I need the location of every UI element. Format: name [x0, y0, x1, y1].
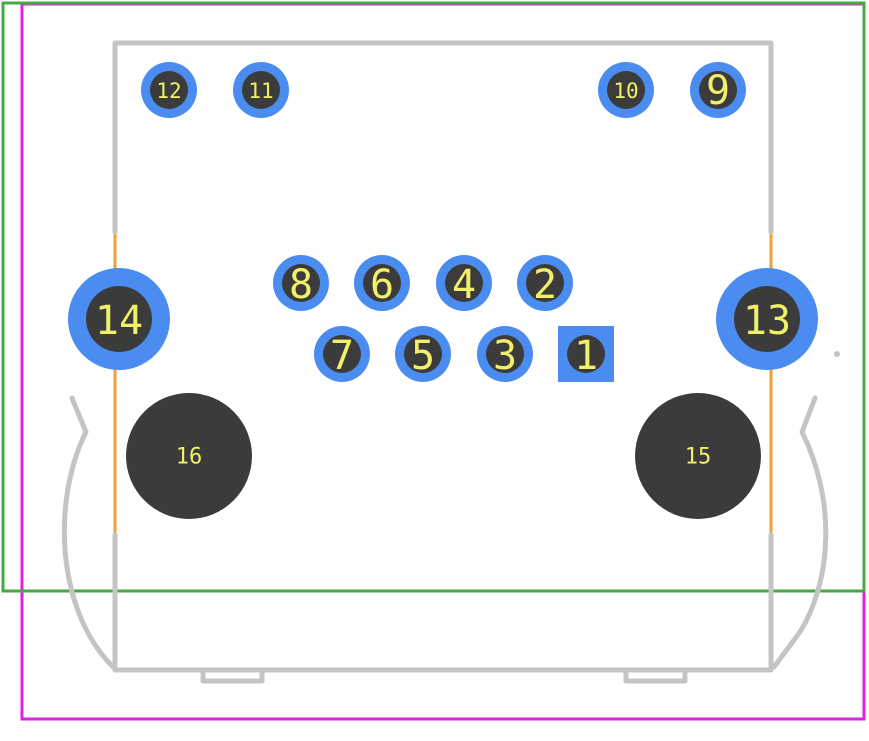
pad-11-label: 11 — [248, 79, 273, 103]
pad-3-label: 3 — [493, 333, 517, 379]
reference-dot — [834, 351, 840, 357]
pad-8[interactable]: 8 — [273, 255, 329, 311]
pad-7[interactable]: 7 — [314, 326, 370, 382]
pad-7-label: 7 — [330, 333, 354, 379]
hole-16-label: 16 — [176, 445, 203, 470]
pad-1[interactable]: 1 — [558, 326, 614, 382]
hole-15-label: 15 — [685, 445, 712, 470]
pad-12-label: 12 — [156, 79, 181, 103]
pad-5[interactable]: 5 — [395, 326, 451, 382]
pad-3[interactable]: 3 — [477, 326, 533, 382]
assembly-outline — [1, 1, 866, 593]
hole-16[interactable]: 16 — [126, 393, 252, 519]
pad-13-label: 13 — [743, 298, 791, 344]
pad-2-label: 2 — [533, 262, 557, 308]
hole-15[interactable]: 15 — [635, 393, 761, 519]
pad-10[interactable]: 10 — [598, 62, 654, 118]
pad-11[interactable]: 11 — [233, 62, 289, 118]
pad-6[interactable]: 6 — [354, 255, 410, 311]
pad-9[interactable]: 9 — [690, 62, 746, 118]
pad-6-label: 6 — [370, 262, 394, 308]
pad-10-label: 10 — [613, 79, 638, 103]
silkscreen-outline — [61, 40, 829, 684]
pad-13[interactable]: 13 — [716, 268, 818, 370]
pad-1-label: 1 — [574, 333, 598, 379]
pad-9-label: 9 — [706, 68, 730, 114]
pad-14[interactable]: 14 — [68, 268, 170, 370]
pad-8-label: 8 — [289, 262, 313, 308]
pad-12[interactable]: 12 — [141, 62, 197, 118]
pad-2[interactable]: 2 — [517, 255, 573, 311]
pad-14-label: 14 — [95, 298, 143, 344]
pad-5-label: 5 — [411, 333, 435, 379]
pad-4-label: 4 — [452, 262, 476, 308]
pad-4[interactable]: 4 — [436, 255, 492, 311]
